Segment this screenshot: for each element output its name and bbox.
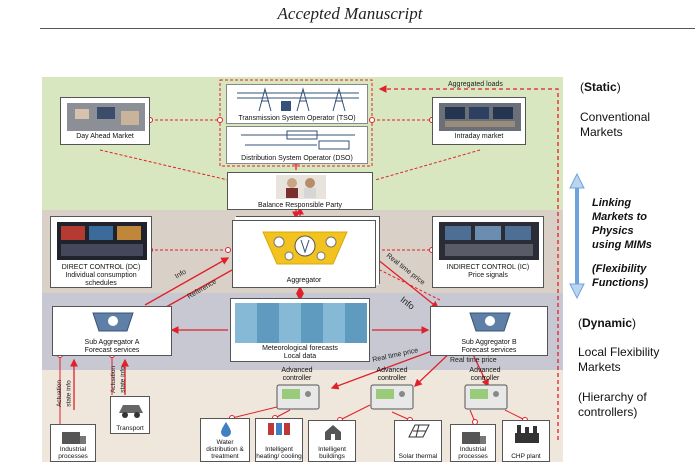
- solar-device: Solar thermal: [394, 420, 442, 462]
- brp-label: Balance Responsible Party: [257, 202, 343, 209]
- aggregator-label: Aggregator: [286, 277, 322, 284]
- state-1-label: state info: [65, 380, 73, 407]
- controller-2-icon: [370, 384, 414, 410]
- vehicle-icon: [119, 405, 143, 418]
- machine-2-icon: [462, 432, 486, 444]
- ic-title: INDIRECT CONTROL (IC): [446, 264, 530, 271]
- distribution-network-icon: [241, 130, 355, 150]
- tso-label: Transmission System Operator (TSO): [238, 115, 356, 122]
- trading-floor-image: [67, 103, 145, 131]
- met-title: Meteorological forecasts: [262, 345, 338, 352]
- linking-3: Physics: [592, 225, 634, 237]
- heating-label: Intelligent heating/ cooling: [256, 446, 302, 460]
- real-time-price-2: Real time price: [450, 357, 497, 364]
- water-label: Water distribution & treatment: [206, 439, 244, 460]
- dynamic-label: (Dynamic): [578, 316, 637, 330]
- aggregator-hub-icon: [262, 231, 348, 265]
- tso-box: Transmission System Operator (TSO): [226, 84, 368, 124]
- house-icon: [325, 425, 341, 440]
- met-subtitle: Local data: [283, 353, 317, 360]
- chp-device: CHP plant: [502, 420, 550, 462]
- linking-1: Linking: [592, 197, 632, 209]
- sub-aggregator-b-box: Sub Aggregator B Forecast services: [430, 306, 548, 356]
- controller-3-label: Advanced controller: [469, 367, 501, 382]
- actuation-2-label: Actuation: [110, 365, 118, 394]
- solar-panel-icon: [408, 424, 430, 438]
- dc-title: DIRECT CONTROL (DC): [61, 264, 141, 271]
- local-flex-label: Local Flexibility: [578, 345, 660, 359]
- local-markets-label: Markets: [578, 360, 621, 374]
- meteorological-box: Meteorological forecasts Local data: [230, 298, 370, 362]
- transmission-tower-icon: [237, 87, 359, 112]
- sub-aggregator-a-box: Sub Aggregator A Forecast services: [52, 306, 172, 356]
- sub-b-subtitle: Forecast services: [461, 347, 517, 354]
- transport-label: Transport: [116, 425, 144, 432]
- buildings-device: Intelligent buildings: [308, 420, 356, 462]
- brp-box: Balance Responsible Party: [227, 172, 373, 210]
- factory-icon: [515, 425, 539, 443]
- buildings-label: Intelligent buildings: [318, 446, 346, 460]
- industrial-2-device: Industrial processes: [450, 424, 496, 462]
- transport-device: Transport: [110, 396, 150, 434]
- controller-1-label: Advanced controller: [281, 367, 313, 382]
- control-room-image: [439, 103, 521, 131]
- flex-2: Functions): [592, 277, 649, 289]
- water-device: Water distribution & treatment: [200, 418, 250, 462]
- industrial-2-label: Industrial processes: [458, 446, 488, 460]
- linking-4: using MIMs: [592, 239, 652, 251]
- direct-control-box: DIRECT CONTROL (DC) Individual consumpti…: [50, 216, 152, 288]
- header-rule: [40, 28, 695, 29]
- state-2-label: state info: [119, 366, 127, 393]
- sub-a-title: Sub Aggregator A: [84, 339, 140, 346]
- controller-3-icon: [464, 384, 508, 410]
- dynamic-word: Dynamic: [582, 316, 633, 330]
- controller-2-label: Advanced controller: [376, 367, 408, 382]
- sub-b-title: Sub Aggregator B: [461, 339, 517, 346]
- sub-a-subtitle: Forecast services: [84, 347, 140, 354]
- heating-device: Intelligent heating/ cooling: [255, 418, 303, 462]
- conventional-label: Conventional: [580, 110, 651, 124]
- hierarchy-1: (Hierarchy of: [578, 390, 647, 404]
- static-label: (Static): [580, 80, 621, 94]
- intraday-label: Intraday market: [454, 133, 504, 140]
- sub-aggregator-icon: [92, 312, 134, 332]
- industrial-1-label: Industrial processes: [58, 446, 88, 460]
- controller-1-icon: [276, 384, 320, 410]
- sub-aggregator-b-icon: [469, 312, 511, 332]
- solar-label: Solar thermal: [398, 453, 438, 460]
- ic-subtitle: Price signals: [468, 272, 508, 279]
- intraday-market-box: Intraday market: [432, 97, 526, 145]
- day-ahead-market-box: Day Ahead Market: [60, 97, 150, 145]
- linking-2: Markets to: [592, 211, 648, 223]
- static-word: Static: [584, 80, 617, 94]
- chp-label: CHP plant: [511, 453, 541, 460]
- aggregator-box: Aggregator: [232, 220, 376, 288]
- dso-label: Distribution System Operator (DSO): [241, 155, 353, 162]
- actuation-1-label: Actuation: [56, 379, 64, 408]
- radiator-icon: [268, 423, 290, 435]
- flex-1: (Flexibility: [592, 263, 647, 275]
- operations-room-image: [439, 222, 539, 260]
- indirect-control-box: INDIRECT CONTROL (IC) Price signals: [432, 216, 544, 288]
- dso-box: Distribution System Operator (DSO): [226, 126, 368, 164]
- page-header: Accepted Manuscript: [277, 4, 423, 23]
- markets-label: Markets: [580, 125, 623, 139]
- weather-map-image: [235, 303, 367, 343]
- day-ahead-label: Day Ahead Market: [76, 133, 134, 140]
- dc-subtitle: Individual consumption schedules: [65, 272, 137, 287]
- people-image: [276, 175, 326, 199]
- hierarchy-2: controllers): [578, 405, 638, 419]
- control-center-image: [57, 222, 147, 260]
- machine-icon: [62, 432, 86, 444]
- water-drop-icon: [221, 422, 231, 437]
- aggregated-loads-label: Aggregated loads: [448, 81, 503, 88]
- industrial-1-device: Industrial processes: [50, 424, 96, 462]
